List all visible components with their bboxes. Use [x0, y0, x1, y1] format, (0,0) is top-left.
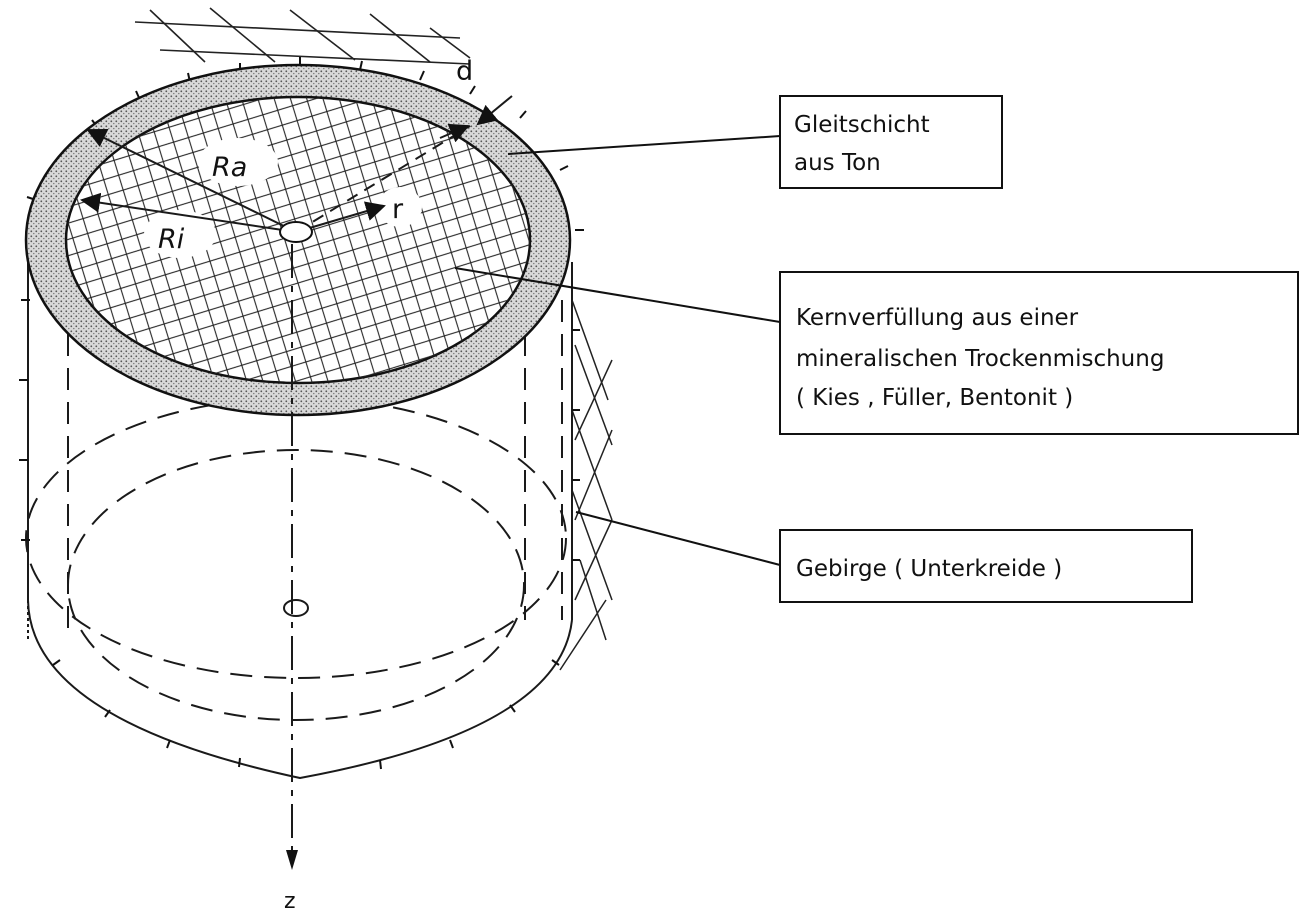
- symbol-d: d: [456, 56, 473, 87]
- symbol-r: r: [392, 194, 404, 225]
- symbol-ra: Ra: [212, 152, 247, 183]
- label-gleitschicht: Gleitschicht aus Ton: [779, 95, 1003, 189]
- rock-hatch-top: [134, 7, 471, 65]
- label-gleitschicht-line1: Gleitschicht: [794, 112, 930, 138]
- leader-lines: [454, 135, 781, 566]
- radius-lines: [80, 125, 471, 243]
- rock-hatch-side: [559, 299, 613, 671]
- label-kern-line3: ( Kies , Füller, Bentonit ): [796, 385, 1073, 411]
- label-gebirge: Gebirge ( Unterkreide ): [779, 529, 1193, 603]
- symbol-z: z: [284, 889, 296, 914]
- label-kern-line1: Kernverfüllung aus einer: [796, 305, 1079, 331]
- label-kernverfuellung: Kernverfüllung aus einer mineralischen T…: [779, 271, 1299, 435]
- label-gleitschicht-line2: aus Ton: [794, 150, 881, 176]
- symbol-ri: Ri: [158, 224, 185, 255]
- label-kern-line2: mineralischen Trockenmischung: [796, 346, 1164, 372]
- z-axis: [286, 244, 298, 870]
- thickness-d-arrows: [439, 95, 513, 143]
- label-gebirge-line1: Gebirge ( Unterkreide ): [796, 556, 1062, 582]
